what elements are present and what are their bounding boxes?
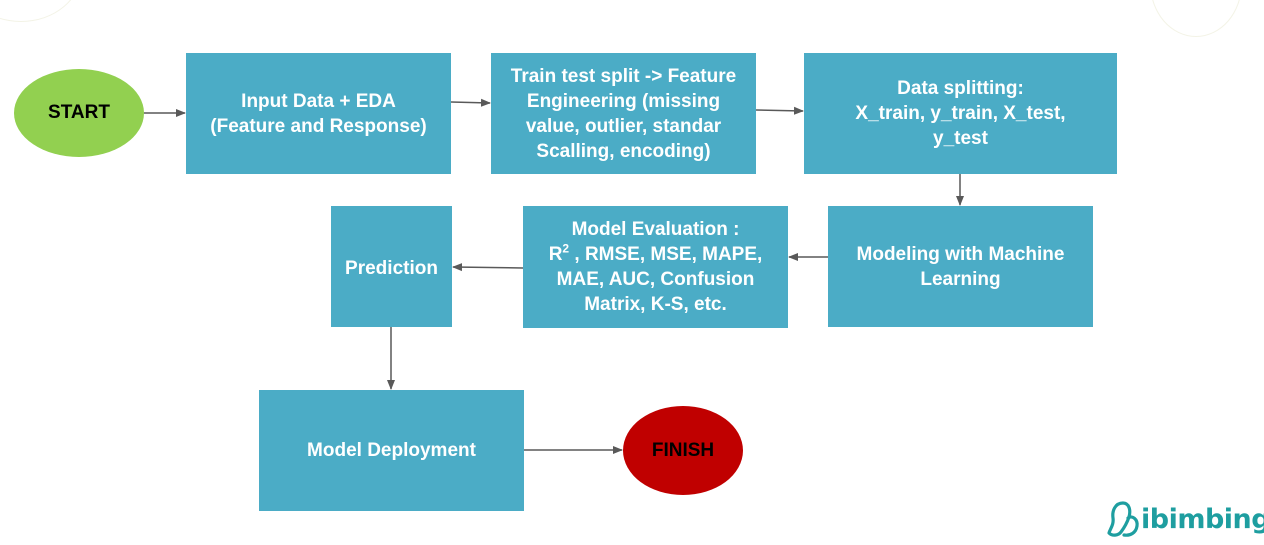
model-evaluation-box: Model Evaluation : R2 , RMSE, MSE, MAPE,… <box>523 206 788 328</box>
train-test-line-4: Scalling, encoding) <box>536 140 711 162</box>
train-test-line-3: value, outlier, standar <box>525 115 722 137</box>
r-squared-exponent: 2 <box>562 241 570 256</box>
arrow-input-to-train <box>450 98 491 107</box>
evaluation-line-2: R2 , RMSE, MSE, MAPE, <box>549 242 763 267</box>
ibimbing-logo-mark-icon <box>1107 501 1139 537</box>
ibimbing-logo: ibimbing <box>1106 496 1264 542</box>
evaluation-line-2-rest: , RMSE, MSE, MAPE, <box>569 244 763 265</box>
finish-label: FINISH <box>651 439 715 461</box>
ibimbing-logo-text: ibimbing <box>1141 503 1264 535</box>
arrow-train-to-split <box>755 106 804 115</box>
train-test-line-2: Engineering (missing <box>526 90 721 112</box>
modeling-line-2: Learning <box>920 268 1001 290</box>
prediction-box: Prediction <box>331 206 452 327</box>
modeling-box: Modeling with Machine Learning <box>828 206 1093 327</box>
modeling-line-1: Modeling with Machine <box>856 243 1065 265</box>
evaluation-line-4: Matrix, K-S, etc. <box>584 294 727 315</box>
data-splitting-box: Data splitting: X_train, y_train, X_test… <box>804 53 1117 174</box>
start-label: START <box>48 102 110 123</box>
evaluation-line-3: MAE, AUC, Confusion <box>556 269 755 290</box>
arrow-evaluation-to-prediction <box>452 263 524 272</box>
input-data-eda-box: Input Data + EDA (Feature and Response) <box>186 53 451 174</box>
data-splitting-line-2: X_train, y_train, X_test, <box>855 103 1066 124</box>
input-data-line-2: (Feature and Response) <box>210 115 427 137</box>
data-splitting-line-3: y_test <box>933 128 988 149</box>
model-deployment-box: Model Deployment <box>259 390 524 511</box>
deployment-label: Model Deployment <box>307 440 476 461</box>
start-node: START <box>14 69 144 157</box>
data-splitting-line-1: Data splitting: <box>897 78 1024 99</box>
train-test-line-1: Train test split -> Feature <box>510 65 737 87</box>
r-squared-base: R <box>548 244 563 265</box>
evaluation-line-1: Model Evaluation : <box>571 219 740 240</box>
input-data-line-1: Input Data + EDA <box>241 90 396 112</box>
finish-node: FINISH <box>623 406 743 495</box>
prediction-label: Prediction <box>345 258 438 279</box>
train-test-split-box: Train test split -> Feature Engineering … <box>491 53 756 174</box>
